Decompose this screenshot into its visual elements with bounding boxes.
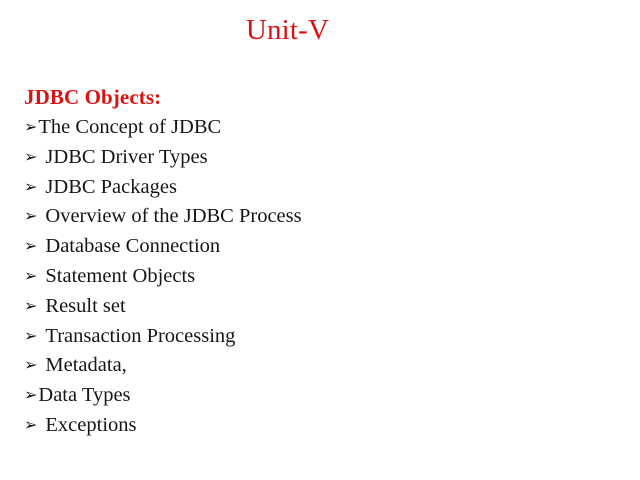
list-item-label: Transaction Processing (45, 324, 236, 347)
list-item-label: The Concept of JDBC (38, 116, 222, 138)
section-heading: JDBC Objects: (24, 85, 162, 109)
arrowhead-bullet-icon: ➢ (24, 325, 38, 345)
arrowhead-bullet-icon: ➢ (24, 236, 38, 256)
list-item: ➢ JDBC Driver Types (24, 143, 594, 173)
list-item: ➢ Statement Objects (24, 262, 594, 292)
list-item: ➢ Transaction Processing (24, 322, 594, 352)
list-item: ➢ Metadata, (24, 351, 594, 381)
list-item-label: Overview of the JDBC Process (45, 205, 302, 228)
list-item-label: JDBC Driver Types (45, 145, 208, 168)
list-item: ➢Data Types (24, 381, 594, 411)
list-item-label: Result set (45, 294, 126, 317)
list-item-label: Metadata, (45, 354, 127, 377)
arrowhead-bullet-icon: ➢ (24, 385, 38, 405)
arrowhead-bullet-icon: ➢ (24, 206, 38, 226)
arrowhead-bullet-icon: ➢ (24, 295, 38, 315)
list-item: ➢The Concept of JDBC (24, 113, 594, 143)
page-title: Unit-V (245, 14, 330, 46)
list-item-label: Statement Objects (45, 264, 196, 287)
arrowhead-bullet-icon: ➢ (24, 414, 38, 434)
list-item: ➢ JDBC Packages (24, 173, 594, 203)
list-item: ➢ Exceptions (24, 411, 594, 441)
list-item-label: JDBC Packages (45, 175, 177, 198)
arrowhead-bullet-icon: ➢ (24, 176, 38, 196)
list-item-label: Exceptions (45, 413, 137, 436)
list-item-label: Data Types (38, 384, 131, 407)
arrowhead-bullet-icon: ➢ (24, 265, 38, 285)
list-item: ➢ Result set (24, 292, 594, 322)
arrowhead-bullet-icon: ➢ (24, 117, 38, 136)
slide-body: JDBC Objects: ➢The Concept of JDBC➢JDBC … (24, 85, 594, 441)
list-item: ➢ Database Connection (24, 232, 594, 262)
list-item-label: Database Connection (45, 235, 221, 258)
bullet-list: ➢The Concept of JDBC➢JDBC Driver Types➢J… (24, 113, 594, 441)
arrowhead-bullet-icon: ➢ (24, 146, 38, 166)
arrowhead-bullet-icon: ➢ (24, 355, 38, 375)
list-item: ➢ Overview of the JDBC Process (24, 202, 594, 232)
